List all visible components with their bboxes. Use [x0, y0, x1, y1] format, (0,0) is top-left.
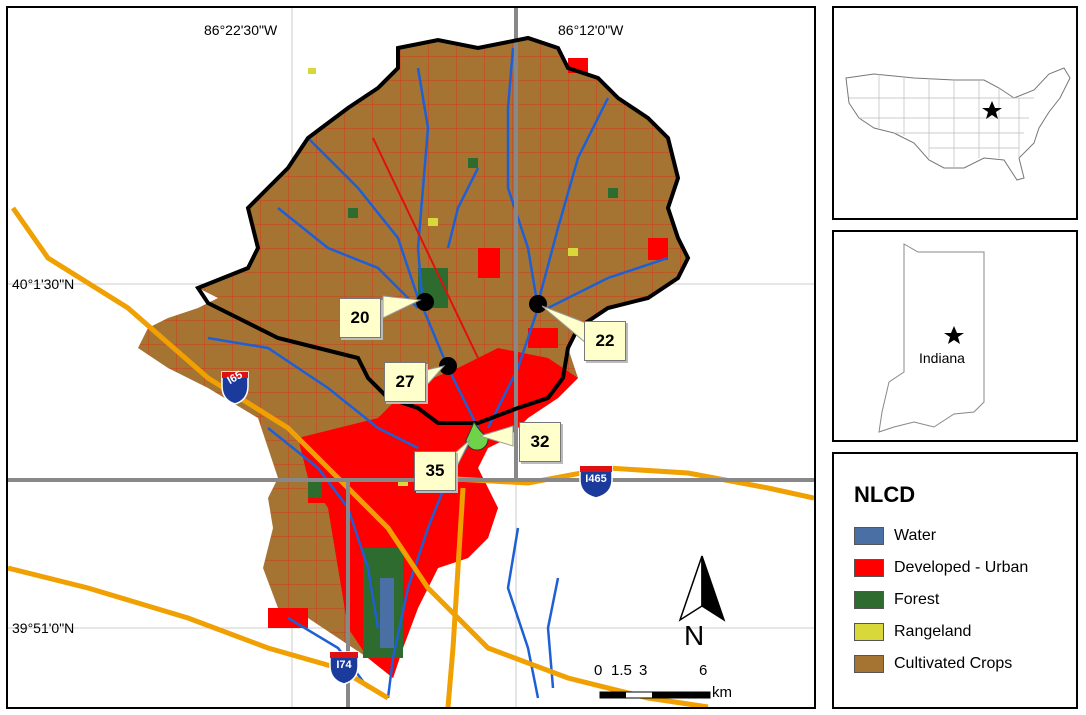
- star-icon: [944, 326, 964, 344]
- interstate-highways: [8, 206, 814, 707]
- lon-label: 86°22'30"W: [204, 22, 278, 38]
- legend-label: Developed - Urban: [894, 559, 1029, 576]
- scale-unit: km: [712, 684, 732, 701]
- shield-i65-icon: [221, 371, 249, 405]
- site-label[interactable]: 27: [384, 362, 426, 402]
- us-outline: [845, 67, 1071, 181]
- site-marker-32[interactable]: [465, 420, 489, 451]
- site-label[interactable]: 22: [584, 321, 626, 361]
- legend-swatch: [854, 559, 884, 577]
- legend-item: Developed - Urban: [854, 558, 1028, 578]
- legend-label: Rangeland: [894, 623, 972, 640]
- indiana-inset-map: Indiana: [832, 230, 1078, 442]
- legend-swatch: [854, 655, 884, 673]
- site-marker-20[interactable]: [416, 293, 434, 311]
- legend-item: Cultivated Crops: [854, 654, 1012, 674]
- site-label[interactable]: 35: [414, 451, 456, 491]
- scale-bar: [599, 691, 711, 699]
- shield-i74-icon: [329, 651, 359, 685]
- legend-label: Water: [894, 527, 937, 544]
- star-icon: [982, 101, 1002, 119]
- legend-item: Forest: [854, 590, 939, 610]
- north-arrow-icon: [678, 555, 726, 622]
- legend-title: NLCD: [854, 482, 916, 507]
- streams: [207, 47, 669, 699]
- shield-i465-icon: [579, 465, 613, 499]
- map-canvas: [8, 8, 814, 707]
- lat-label: 40°1'30"N: [12, 276, 75, 292]
- north-label: N: [684, 620, 705, 651]
- legend-label: Cultivated Crops: [894, 655, 1013, 672]
- legend-swatch: [854, 527, 884, 545]
- state-label: Indiana: [919, 350, 965, 366]
- transect-line: [372, 137, 479, 359]
- scale-tick: 3: [639, 662, 648, 679]
- lon-label: 86°12'0"W: [558, 22, 624, 38]
- shield-label: I465: [585, 473, 607, 485]
- legend-swatch: [854, 623, 884, 641]
- scale-tick: 0: [594, 662, 603, 679]
- site-marker-22[interactable]: [529, 295, 547, 313]
- legend-swatch: [854, 591, 884, 609]
- watershed-landcover: [138, 38, 688, 678]
- reservoir: [380, 578, 394, 648]
- legend-item: Water: [854, 526, 936, 546]
- scale-tick: 1.5: [611, 662, 632, 679]
- legend: NLCD Water Developed - Urban Forest Rang…: [832, 452, 1078, 709]
- legend-label: Forest: [894, 591, 940, 608]
- lat-label: 39°51'0"N: [12, 620, 75, 636]
- site-marker-27[interactable]: [439, 357, 457, 375]
- scale-tick: 6: [699, 662, 708, 679]
- site-label[interactable]: 20: [339, 298, 381, 338]
- indiana-outline: [878, 243, 985, 433]
- legend-item: Rangeland: [854, 622, 971, 642]
- us-inset-map: [832, 6, 1078, 220]
- site-label[interactable]: 32: [519, 422, 561, 462]
- callout-leaders: [382, 295, 587, 471]
- main-map: 86°22'30"W 86°12'0"W 40°1'30"N 39°51'0"N…: [6, 6, 816, 709]
- watershed-boundary: [194, 35, 691, 425]
- shield-label: I74: [336, 659, 352, 671]
